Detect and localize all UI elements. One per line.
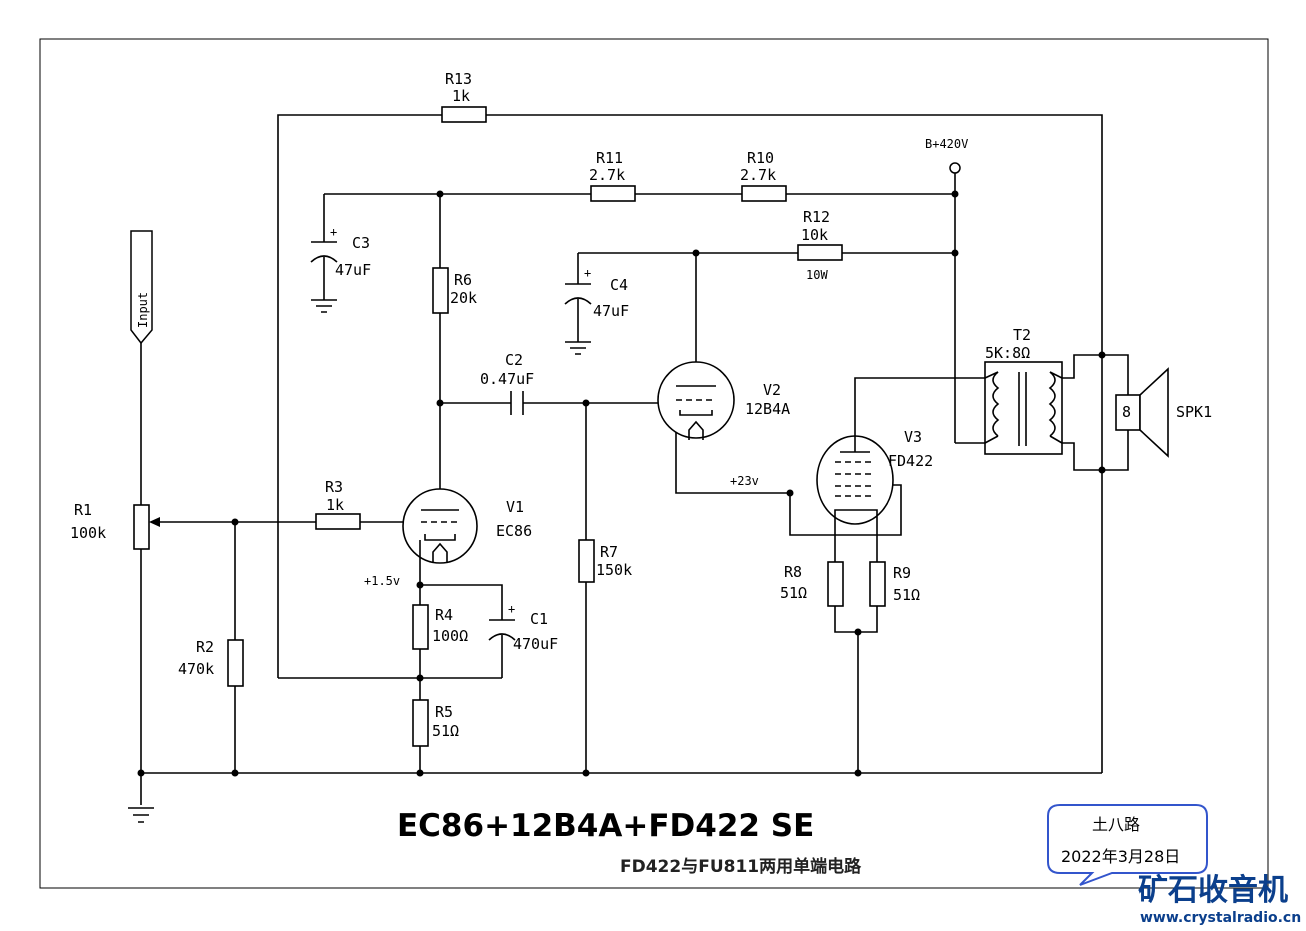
resistor-r6 xyxy=(432,267,449,314)
resistor-r7 xyxy=(578,539,595,583)
svg-text:+1.5v: +1.5v xyxy=(364,574,400,588)
svg-text:5K:8Ω: 5K:8Ω xyxy=(985,344,1030,362)
supply-terminal xyxy=(949,162,961,174)
input-connector: Input xyxy=(130,230,153,345)
svg-text:470k: 470k xyxy=(178,660,214,678)
svg-text:V1: V1 xyxy=(506,498,524,516)
svg-text:0.47uF: 0.47uF xyxy=(480,370,534,388)
svg-text:V3: V3 xyxy=(904,428,922,446)
resistor-r1 xyxy=(133,504,150,550)
svg-text:C2: C2 xyxy=(505,351,523,369)
svg-text:R7: R7 xyxy=(600,543,618,561)
svg-text:1k: 1k xyxy=(326,496,344,514)
input-label: Input xyxy=(136,292,150,328)
page-subtitle: FD422与FU811两用单端电路 xyxy=(620,856,862,877)
brand-url: www.crystalradio.cn xyxy=(1140,910,1301,926)
svg-text:R8: R8 xyxy=(784,563,802,581)
svg-text:47uF: 47uF xyxy=(593,302,629,320)
svg-text:10k: 10k xyxy=(801,226,828,244)
svg-text:470uF: 470uF xyxy=(513,635,558,653)
svg-text:51Ω: 51Ω xyxy=(893,586,920,604)
capacitors: + + + xyxy=(310,225,592,641)
svg-text:2.7k: 2.7k xyxy=(740,166,776,184)
svg-text:+23v: +23v xyxy=(730,474,759,488)
svg-text:FD422: FD422 xyxy=(888,452,933,470)
output-transformer xyxy=(984,361,1063,455)
svg-text:C4: C4 xyxy=(610,276,628,294)
resistor-r9 xyxy=(869,561,886,607)
svg-text:100Ω: 100Ω xyxy=(432,627,468,645)
svg-text:+: + xyxy=(584,266,591,280)
svg-text:SPK1: SPK1 xyxy=(1176,403,1212,421)
resistor-r5 xyxy=(412,699,429,747)
component-labels: R13 1k R11 2.7k R10 2.7k R12 10k 10W C3 … xyxy=(70,70,1212,740)
svg-text:12B4A: 12B4A xyxy=(745,400,790,418)
svg-text:R13: R13 xyxy=(445,70,472,88)
svg-text:R6: R6 xyxy=(454,271,472,289)
svg-text:EC86: EC86 xyxy=(496,522,532,540)
svg-text:10W: 10W xyxy=(806,268,828,282)
svg-text:+: + xyxy=(330,225,337,239)
stamp-date: 2022年3月28日 xyxy=(1061,847,1180,866)
svg-text:1k: 1k xyxy=(452,87,470,105)
supply-label: B+420V xyxy=(925,137,968,151)
svg-text:R2: R2 xyxy=(196,638,214,656)
resistor-r13 xyxy=(441,106,487,123)
resistor-r4 xyxy=(412,604,429,650)
svg-text:R12: R12 xyxy=(803,208,830,226)
svg-text:+: + xyxy=(508,602,515,616)
tube-v3 xyxy=(816,435,894,528)
resistor-r10 xyxy=(741,185,787,202)
author-stamp: 土八路 2022年3月28日 xyxy=(1047,804,1208,886)
svg-text:150k: 150k xyxy=(596,561,632,579)
junctions xyxy=(137,190,1106,777)
brand-logo: 矿石收音机 www.crystalradio.cn xyxy=(1138,873,1301,926)
svg-text:R5: R5 xyxy=(435,703,453,721)
wires xyxy=(140,114,1129,805)
stamp-author: 土八路 xyxy=(1092,815,1140,834)
svg-text:R1: R1 xyxy=(74,501,92,519)
resistor-r12 xyxy=(797,244,843,261)
svg-text:R9: R9 xyxy=(893,564,911,582)
tube-v2 xyxy=(657,361,735,440)
svg-text:C3: C3 xyxy=(352,234,370,252)
resistor-r8 xyxy=(827,561,844,607)
svg-text:V2: V2 xyxy=(763,381,781,399)
page-title: EC86+12B4A+FD422 SE xyxy=(397,808,814,844)
svg-text:R3: R3 xyxy=(325,478,343,496)
frame-border xyxy=(39,38,1269,889)
svg-text:47uF: 47uF xyxy=(335,261,371,279)
resistor-r11 xyxy=(590,185,636,202)
svg-text:2.7k: 2.7k xyxy=(589,166,625,184)
svg-text:R4: R4 xyxy=(435,606,453,624)
svg-text:100k: 100k xyxy=(70,524,106,542)
svg-text:51Ω: 51Ω xyxy=(432,722,459,740)
potentiometer-wiper xyxy=(149,517,160,527)
svg-text:R11: R11 xyxy=(596,149,623,167)
resistors xyxy=(133,106,886,747)
tube-v1 xyxy=(402,488,478,564)
brand-name: 矿石收音机 xyxy=(1138,873,1288,908)
resistor-r3 xyxy=(315,513,361,530)
ground-symbols xyxy=(128,299,591,823)
svg-text:T2: T2 xyxy=(1013,326,1031,344)
resistor-r2 xyxy=(227,639,244,687)
svg-text:R10: R10 xyxy=(747,149,774,167)
svg-text:51Ω: 51Ω xyxy=(780,584,807,602)
svg-text:8: 8 xyxy=(1122,403,1131,421)
svg-text:C1: C1 xyxy=(530,610,548,628)
svg-text:20k: 20k xyxy=(450,289,477,307)
speaker-icon xyxy=(1115,367,1169,458)
